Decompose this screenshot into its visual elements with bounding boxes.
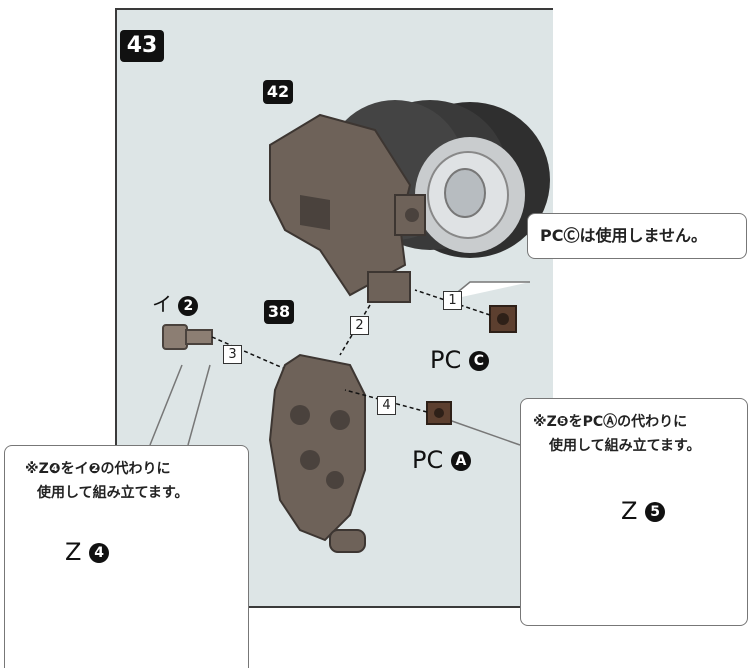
label-pc-c: PC C (430, 346, 489, 374)
callout-pointer-z4 (149, 364, 211, 446)
label-z5-number: 5 (645, 502, 666, 522)
hub-part-42 (269, 113, 426, 297)
label-pc-c-text: PC (430, 346, 462, 374)
label-z4: Z 4 (65, 538, 110, 566)
label-pc-a-text: PC (412, 446, 444, 474)
arrow-step-2: 2 (350, 316, 369, 335)
note-left-line-1: ※Z❹をイ❷の代わりに (25, 461, 171, 477)
arrow-step-1: 1 (443, 291, 462, 310)
arrow-line-1 (414, 289, 491, 316)
arrow-line-3 (211, 336, 284, 369)
label-i2-number: 2 (178, 295, 199, 316)
note-right-line-2: 使用して組み立てます。 (549, 438, 701, 454)
label-z4-number: 4 (89, 543, 110, 563)
step-number-badge: 43 (120, 30, 164, 62)
callout-pointer-z5 (448, 419, 521, 446)
note-z4-substitute: ※Z❹をイ❷の代わりに 使用して組み立てます。 Z 4 (4, 445, 249, 668)
note-left-line-2: 使用して組み立てます。 (37, 485, 189, 501)
arrow-step-4: 4 (377, 396, 396, 415)
part-42-badge: 42 (263, 80, 293, 104)
label-z5-text: Z (621, 497, 638, 525)
label-z4-text: Z (65, 538, 82, 566)
note-pc-c-text: PCⒸは使用しません。 (540, 226, 707, 245)
label-z5: Z 5 (621, 497, 666, 525)
label-pc-a-letter: A (450, 451, 471, 471)
note-right-line-1: ※Z❺をPCⒶの代わりに (533, 414, 688, 430)
note-z5-substitute: ※Z❺をPCⒶの代わりに 使用して組み立てます。 Z 5 (520, 398, 748, 626)
arrow-step-3: 3 (223, 345, 242, 364)
peg-i2-part (162, 324, 213, 350)
label-i2-text: イ (152, 292, 172, 316)
hub-joint (367, 271, 411, 303)
label-i2: イ 2 (152, 288, 199, 317)
note-pc-c-unused: PCⒸは使用しません。 (527, 213, 747, 259)
label-pc-c-letter: C (468, 351, 489, 371)
part-38-badge: 38 (264, 300, 294, 324)
label-pc-a: PC A (412, 446, 471, 474)
leg-part-38 (268, 353, 366, 553)
